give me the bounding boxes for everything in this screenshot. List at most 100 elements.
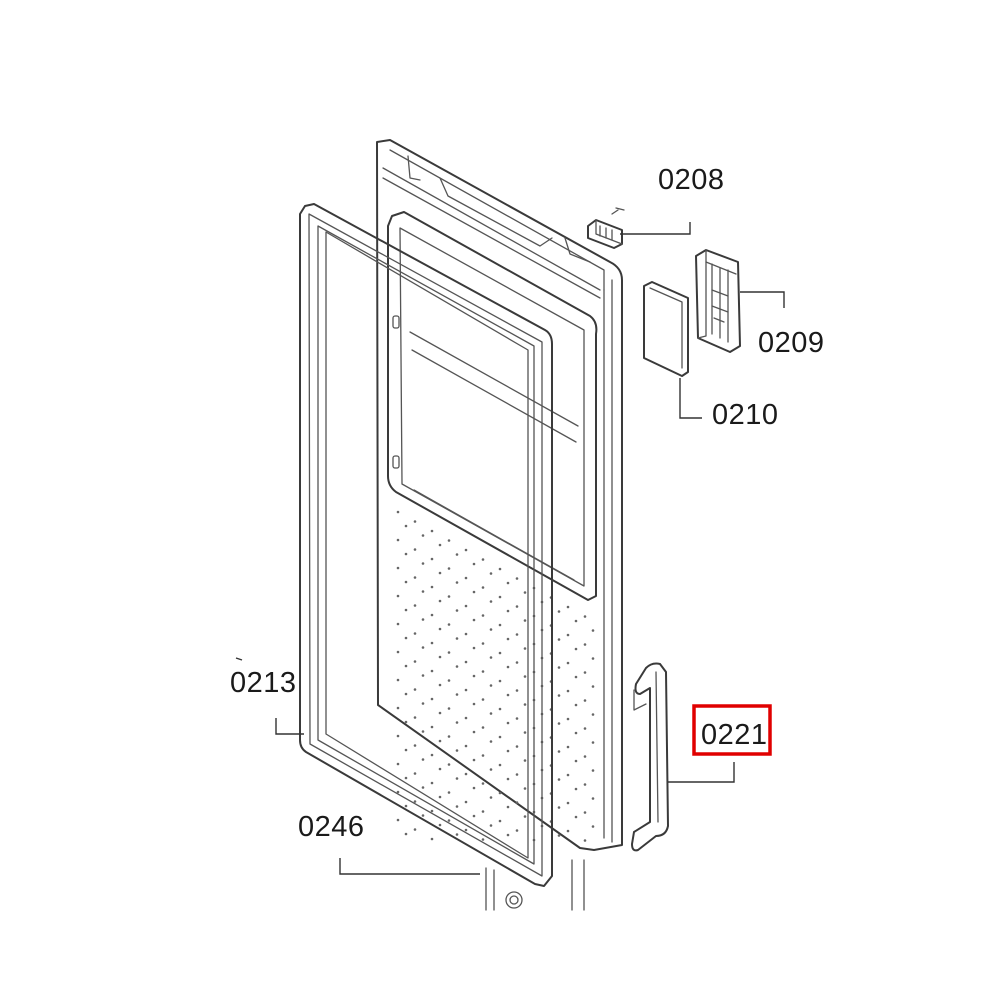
perforation-dot — [447, 707, 451, 710]
perforation-dot — [421, 618, 425, 621]
perforation-dot — [455, 777, 459, 780]
perforation-dot — [583, 699, 587, 702]
perforation-dot — [447, 567, 451, 570]
perforation-dot — [515, 773, 519, 776]
perforation-dot — [430, 781, 434, 785]
callout-0246: 0246 — [298, 811, 365, 843]
perforation-dot — [498, 623, 502, 627]
perforation-dot — [498, 651, 502, 655]
perforation-dot — [523, 591, 527, 594]
perforation-dot — [472, 702, 476, 706]
perforation-dot — [430, 613, 434, 617]
perforation-dot — [404, 804, 408, 808]
perforation-dot — [498, 595, 502, 599]
perforation-dot — [396, 818, 400, 822]
perforated-liner-area — [396, 510, 595, 842]
perforation-dot — [591, 685, 595, 688]
perforation-dot — [472, 674, 476, 678]
perforation-dot — [557, 722, 561, 725]
part-0210 — [643, 281, 689, 377]
perforation-dot — [438, 571, 442, 575]
perforation-dot — [515, 829, 519, 832]
perforation-dot — [574, 647, 578, 651]
perforation-dot — [523, 787, 527, 790]
leader-0221 — [668, 762, 735, 783]
perforation-dot — [481, 726, 485, 729]
perforation-dot — [566, 745, 570, 749]
perforation-dot — [438, 823, 442, 827]
perforation-dot — [396, 650, 400, 654]
perforation-dot — [472, 646, 476, 650]
perforation-dot — [430, 557, 434, 561]
perforation-dot — [447, 595, 451, 598]
perforation-dot — [506, 777, 510, 781]
perforation-dot — [472, 590, 476, 594]
perforation-dot — [413, 660, 417, 663]
perforation-dot — [506, 637, 510, 641]
perforation-dot — [404, 776, 408, 780]
perforation-dot — [523, 619, 527, 622]
perforation-dot — [498, 763, 502, 767]
perforation-dot — [438, 711, 442, 715]
perforation-dot — [591, 629, 595, 632]
perforation-dot — [557, 806, 561, 809]
perforation-dot — [506, 665, 510, 669]
perforation-dot — [396, 790, 400, 794]
perforation-dot — [447, 539, 451, 542]
perforation-dot — [413, 688, 417, 691]
perforation-dot — [583, 671, 587, 674]
perforation-dot — [421, 674, 425, 677]
perforation-dot — [404, 692, 408, 696]
perforation-dot — [421, 590, 425, 593]
perforation-dot — [413, 632, 417, 635]
perforation-dot — [498, 791, 502, 795]
perforation-dot — [438, 599, 442, 603]
highlight-box-0221 — [692, 704, 772, 756]
perforation-dot — [583, 643, 587, 646]
perforation-dot — [506, 833, 510, 837]
perforation-dot — [396, 734, 400, 738]
perforation-dot — [489, 656, 493, 659]
perforation-dot — [498, 679, 502, 683]
perforation-dot — [566, 633, 570, 637]
perforation-dot — [430, 753, 434, 757]
perforation-dot — [455, 721, 459, 724]
perforation-dot — [591, 797, 595, 800]
perforation-dot — [472, 758, 476, 762]
perforation-dot — [430, 529, 434, 533]
perforation-dot — [438, 795, 442, 799]
perforation-dot — [421, 814, 425, 817]
perforation-dot — [591, 769, 595, 772]
leader-0209 — [740, 291, 785, 308]
perforation-dot — [413, 604, 417, 607]
perforation-dot — [574, 731, 578, 735]
perforation-dot — [413, 828, 417, 831]
leader-0208 — [620, 222, 691, 235]
perforation-dot — [515, 633, 519, 636]
perforation-dot — [404, 748, 408, 752]
perforation-dot — [506, 609, 510, 613]
perforation-dot — [515, 745, 519, 748]
perforation-dot — [455, 749, 459, 752]
part-0221 — [631, 662, 669, 852]
perforation-dot — [472, 786, 476, 790]
perforation-dot — [481, 642, 485, 645]
perforation-dot — [396, 538, 400, 542]
perforation-dot — [481, 614, 485, 617]
perforation-dot — [489, 740, 493, 743]
perforation-dot — [498, 819, 502, 823]
perforation-dot — [464, 548, 468, 552]
perforation-dot — [566, 717, 570, 721]
perforation-dot — [464, 828, 468, 832]
part-0246-hinge — [485, 859, 585, 911]
leader-0213 — [275, 718, 304, 735]
perforation-dot — [404, 608, 408, 612]
perforation-dot — [489, 824, 493, 827]
perforation-dot — [489, 600, 493, 603]
perforation-dot — [566, 773, 570, 777]
perforation-dot — [438, 683, 442, 687]
perforation-dot — [430, 585, 434, 589]
perforation-dot — [455, 693, 459, 696]
perforation-dot — [557, 778, 561, 781]
